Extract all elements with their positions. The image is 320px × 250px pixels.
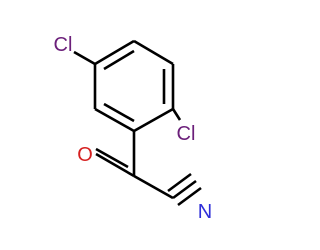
ring-bond-c4-c5 bbox=[133, 107, 174, 133]
ring-bond-c5-c6-inner bbox=[103, 102, 135, 123]
bond-carbonyl-ch2 bbox=[133, 174, 174, 200]
nitrile-triple-bond bbox=[167, 172, 202, 207]
bond-c4-cl bbox=[171, 108, 182, 121]
ring-bond-c2-c3 bbox=[133, 39, 174, 66]
chlorine-atom-right: Cl bbox=[177, 123, 196, 145]
oxygen-atom: O bbox=[77, 144, 93, 166]
ring-bond-c1-c2-inner bbox=[103, 49, 135, 71]
nitrile-bond-2 bbox=[167, 172, 192, 193]
bond-carbonyl-o-second bbox=[95, 147, 129, 169]
structure-diagram: Cl Cl O N bbox=[54, 34, 213, 223]
nitrogen-atom: N bbox=[198, 201, 212, 223]
bond-c6-cl bbox=[73, 50, 96, 66]
benzene-ring bbox=[93, 39, 175, 133]
ring-bond-c1-c2 bbox=[94, 39, 135, 66]
nitrile-bond-1 bbox=[172, 179, 197, 200]
chlorine-atom-top: Cl bbox=[54, 34, 73, 56]
nitrile-bond-3 bbox=[177, 186, 202, 207]
ring-bond-c5-c6 bbox=[94, 107, 135, 133]
bond-carbonyl-o bbox=[95, 152, 135, 178]
